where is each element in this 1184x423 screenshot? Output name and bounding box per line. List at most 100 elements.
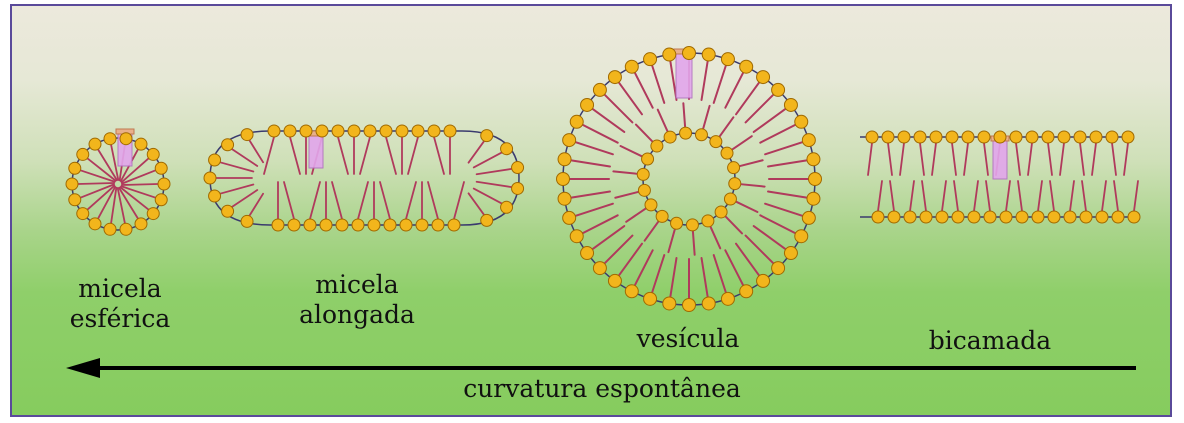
lipid-tail bbox=[618, 82, 642, 114]
lipid-tail bbox=[986, 181, 990, 211]
label-micela-esferica: micela esférica bbox=[50, 274, 190, 334]
lipid-tail bbox=[719, 117, 733, 136]
lipid-tail bbox=[1124, 143, 1128, 175]
lipid-head bbox=[241, 129, 253, 141]
label-line: vesícula bbox=[608, 324, 768, 354]
lipid-tail bbox=[741, 184, 765, 186]
lipid-tail bbox=[760, 125, 796, 143]
lipid-tail bbox=[380, 182, 390, 219]
lipid-head bbox=[671, 217, 683, 229]
lipid-tail bbox=[338, 137, 348, 174]
label-line: esférica bbox=[50, 304, 190, 334]
lipid-tail bbox=[974, 181, 978, 211]
lipid-tail bbox=[736, 244, 760, 276]
lipid-head bbox=[757, 71, 770, 84]
lipid-head bbox=[683, 47, 696, 60]
lipid-head bbox=[802, 211, 815, 224]
diagram-frame: micela esférica micela alongada vesícula… bbox=[10, 4, 1172, 417]
lipid-head bbox=[272, 219, 284, 231]
lipid-tail bbox=[408, 137, 418, 174]
lipid-tail bbox=[582, 125, 618, 143]
lipid-head bbox=[412, 125, 424, 137]
lipid-tail bbox=[910, 181, 914, 211]
lipid-tail bbox=[358, 182, 368, 219]
lipid-head bbox=[316, 125, 328, 137]
lipid-head bbox=[702, 297, 715, 310]
lipid-tail bbox=[78, 183, 114, 184]
lipid-head bbox=[663, 48, 676, 61]
lipid-head bbox=[729, 178, 741, 190]
lipid-head bbox=[241, 215, 253, 227]
lipid-tail bbox=[868, 143, 872, 175]
lipid-head bbox=[501, 143, 513, 155]
lipid-tail bbox=[890, 181, 894, 211]
lipid-head bbox=[978, 131, 990, 143]
lipid-head bbox=[1042, 131, 1054, 143]
lipid-tail bbox=[386, 137, 396, 174]
lipid-head bbox=[77, 148, 89, 160]
lipid-tail bbox=[232, 149, 257, 166]
lipid-head bbox=[664, 131, 676, 143]
lipid-head bbox=[946, 131, 958, 143]
lipid-head bbox=[651, 140, 663, 152]
lipid-tail bbox=[592, 226, 624, 250]
lipid-tail bbox=[635, 72, 653, 108]
lipid-head bbox=[721, 53, 734, 66]
lipid-tail bbox=[932, 143, 936, 175]
lipid-tail bbox=[332, 182, 342, 219]
lipid-tail bbox=[454, 182, 464, 219]
lipid-tail bbox=[310, 182, 320, 219]
lipid-tail bbox=[626, 208, 646, 222]
lipid-head bbox=[332, 125, 344, 137]
lipid-head bbox=[320, 219, 332, 231]
lipid-head bbox=[638, 184, 650, 196]
lipid-head bbox=[348, 125, 360, 137]
lipid-tail bbox=[900, 143, 904, 175]
lipid-head bbox=[416, 219, 428, 231]
lipid-head bbox=[481, 130, 493, 142]
lipid-tail bbox=[1080, 143, 1084, 175]
lipid-tail bbox=[570, 160, 610, 166]
lipid-tail bbox=[954, 181, 958, 211]
lipid-head bbox=[155, 162, 167, 174]
lipid-head bbox=[740, 285, 753, 298]
micelle-outline bbox=[210, 131, 519, 225]
lipid-head bbox=[147, 208, 159, 220]
lipid-head bbox=[104, 133, 116, 145]
lipid-tail bbox=[264, 137, 274, 174]
label-line: micela bbox=[50, 274, 190, 304]
lipid-tail bbox=[984, 143, 988, 175]
lipid-tail bbox=[220, 162, 253, 171]
lipid-head bbox=[802, 134, 815, 147]
lipid-tail bbox=[118, 188, 125, 223]
lipid-head bbox=[558, 192, 571, 205]
lipid-tail bbox=[670, 258, 676, 298]
lipid-tail bbox=[920, 143, 924, 175]
lipid-head bbox=[695, 129, 707, 141]
lipid-head bbox=[448, 219, 460, 231]
lipid-tail bbox=[714, 255, 726, 293]
lipid-head bbox=[1010, 131, 1022, 143]
lipid-head bbox=[384, 219, 396, 231]
lipid-head bbox=[936, 211, 948, 223]
lipid-head bbox=[1016, 211, 1028, 223]
lipid-tail bbox=[1092, 143, 1096, 175]
lipid-head bbox=[396, 125, 408, 137]
label-vesicula: vesícula bbox=[608, 324, 768, 354]
lipid-head bbox=[952, 211, 964, 223]
lipid-head bbox=[204, 172, 216, 184]
lipid-tail bbox=[1114, 181, 1118, 211]
lipid-tail bbox=[652, 65, 664, 103]
lipid-head bbox=[380, 125, 392, 137]
lipid-tail bbox=[714, 65, 726, 103]
lipid-tail bbox=[658, 110, 668, 132]
lipid-tail bbox=[1028, 143, 1032, 175]
lipid-tail bbox=[652, 255, 664, 293]
lipid-tail bbox=[754, 108, 786, 132]
lipid-head bbox=[593, 262, 606, 275]
lipid-head bbox=[120, 223, 132, 235]
lipid-head bbox=[642, 153, 654, 165]
lipid-head bbox=[581, 247, 594, 260]
bilayer bbox=[860, 131, 1140, 223]
lipid-head bbox=[481, 214, 493, 226]
